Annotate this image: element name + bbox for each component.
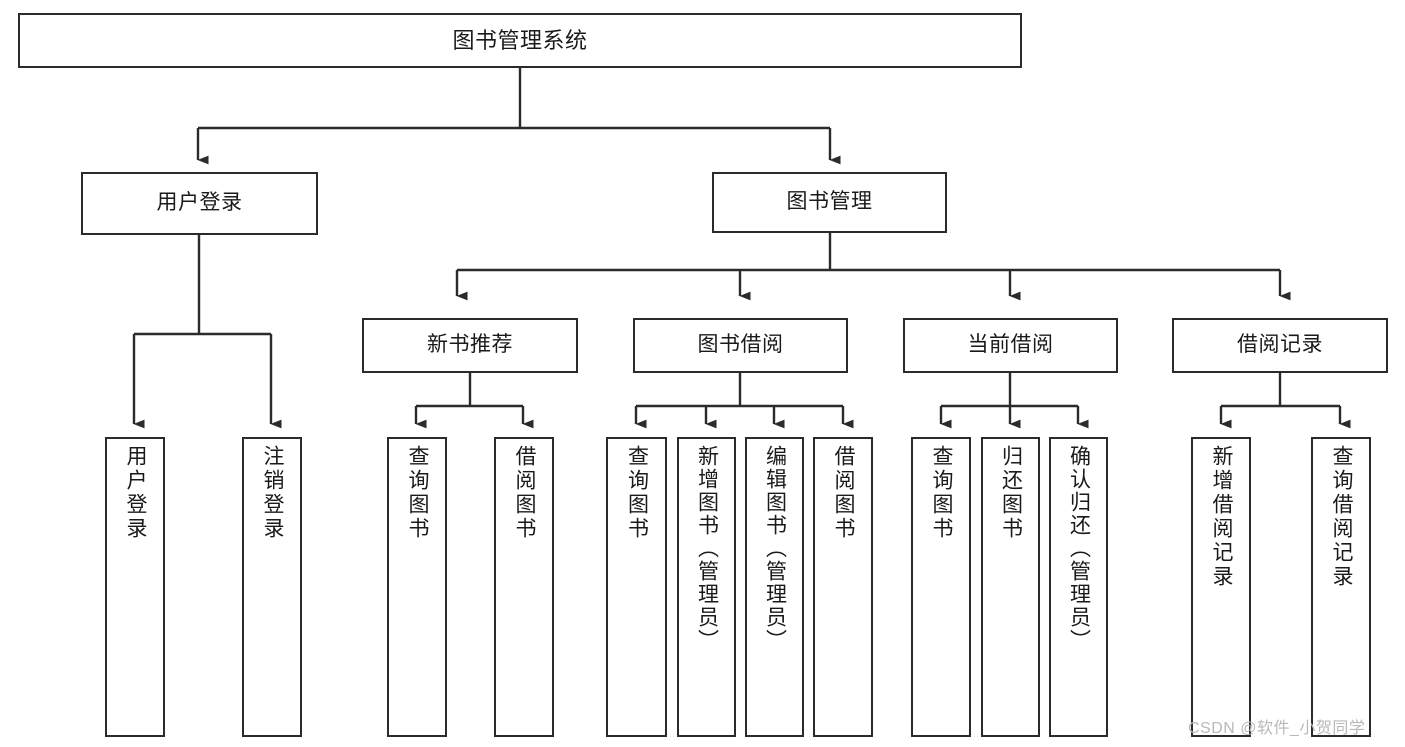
leaf-query-borrow-record[interactable]: 查询借阅记录 <box>1311 437 1371 737</box>
node-label: 确认归还（管理员） <box>1067 445 1091 652</box>
node-label: 借阅图书 <box>832 445 856 541</box>
node-book-borrowing[interactable]: 图书借阅 <box>633 318 848 373</box>
leaf-query-books-current[interactable]: 查询图书 <box>911 437 971 737</box>
node-label: 查询图书 <box>406 445 430 541</box>
node-label: 借阅图书 <box>513 445 537 541</box>
node-label: 当前借阅 <box>967 333 1054 357</box>
node-label: 图书管理 <box>786 190 873 214</box>
node-label: 新书推荐 <box>427 333 513 357</box>
node-borrow-records[interactable]: 借阅记录 <box>1172 318 1388 373</box>
node-label: 查询图书 <box>930 445 954 541</box>
node-label: 用户登录 <box>156 191 243 215</box>
node-book-management[interactable]: 图书管理 <box>712 172 947 233</box>
leaf-edit-book-admin[interactable]: 编辑图书（管理员） <box>745 437 804 737</box>
node-current-borrowing[interactable]: 当前借阅 <box>903 318 1118 373</box>
leaf-user-login[interactable]: 用户登录 <box>105 437 165 737</box>
leaf-logout[interactable]: 注销登录 <box>242 437 302 737</box>
leaf-add-borrow-record[interactable]: 新增借阅记录 <box>1191 437 1251 737</box>
node-label: 新增图书（管理员） <box>695 445 719 652</box>
node-label: 图书管理系统 <box>452 27 588 53</box>
leaf-query-books-borrow[interactable]: 查询图书 <box>606 437 667 737</box>
node-label: 借阅记录 <box>1237 333 1323 357</box>
node-label: 编辑图书（管理员） <box>763 445 787 652</box>
node-label: 查询借阅记录 <box>1330 445 1354 589</box>
node-label: 新增借阅记录 <box>1210 445 1234 589</box>
node-label: 图书借阅 <box>697 333 784 357</box>
leaf-return-books[interactable]: 归还图书 <box>981 437 1040 737</box>
leaf-confirm-return-admin[interactable]: 确认归还（管理员） <box>1049 437 1108 737</box>
node-label: 归还图书 <box>999 445 1023 541</box>
node-new-book-recommendation[interactable]: 新书推荐 <box>362 318 578 373</box>
leaf-borrow-books[interactable]: 借阅图书 <box>813 437 873 737</box>
node-label: 注销登录 <box>261 445 285 541</box>
csdn-watermark: CSDN @软件_小贺同学 <box>1188 720 1366 737</box>
node-root-library-system[interactable]: 图书管理系统 <box>18 13 1022 68</box>
node-label: 查询图书 <box>625 445 649 541</box>
leaf-query-books-new[interactable]: 查询图书 <box>387 437 447 737</box>
node-user-login[interactable]: 用户登录 <box>81 172 318 235</box>
leaf-add-book-admin[interactable]: 新增图书（管理员） <box>677 437 736 737</box>
leaf-borrow-books-new[interactable]: 借阅图书 <box>494 437 554 737</box>
node-label: 用户登录 <box>124 445 148 541</box>
